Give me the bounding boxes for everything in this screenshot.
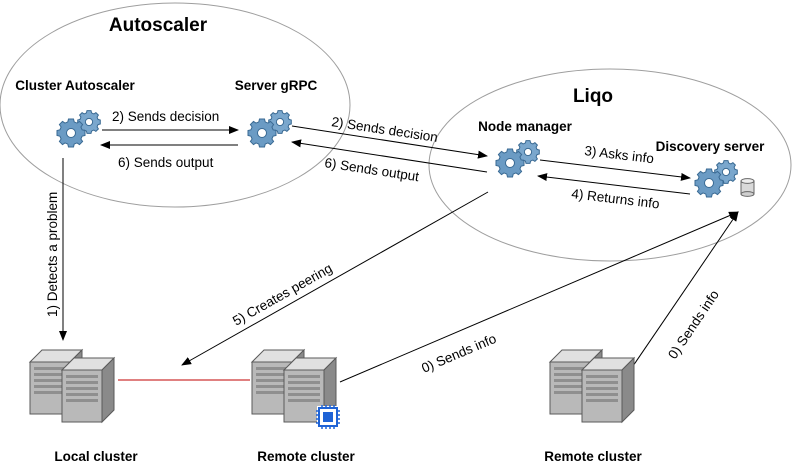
node-manager-node: Node manager xyxy=(478,119,573,178)
label-creates-peering: 5) Creates peering xyxy=(230,260,335,328)
gear-cluster-icon xyxy=(56,110,101,148)
edges xyxy=(59,125,739,383)
local-cluster-label: Local cluster xyxy=(54,449,138,464)
gear-database-icon xyxy=(694,160,755,198)
server-chip-icon xyxy=(251,349,340,429)
remote-cluster-2-node: Remote cluster xyxy=(544,349,643,464)
liqo-title: Liqo xyxy=(573,86,613,107)
label-sends-output-1: 6) Sends output xyxy=(118,155,214,170)
edge-asks-info xyxy=(539,159,691,181)
server-grpc-node: Server gRPC xyxy=(235,78,318,148)
server-grpc-label: Server gRPC xyxy=(235,78,318,93)
remote-cluster-2-label: Remote cluster xyxy=(544,449,642,464)
label-sends-decision-1: 2) Sends decision xyxy=(112,109,219,124)
discovery-server-label: Discovery server xyxy=(656,139,766,154)
label-asks-info: 3) Asks info xyxy=(584,143,655,166)
edge-sends-info-2 xyxy=(632,211,739,367)
cluster-autoscaler-node: Cluster Autoscaler xyxy=(15,78,136,148)
database-icon xyxy=(740,178,755,197)
remote-cluster-1-node: Remote cluster xyxy=(251,349,356,464)
gear-cluster-icon xyxy=(247,110,292,148)
edge-returns-info xyxy=(537,173,691,195)
edge-creates-peering xyxy=(181,191,489,366)
label-detects-problem: 1) Detects a problem xyxy=(45,192,60,317)
chip-icon xyxy=(316,405,340,429)
local-cluster-node: Local cluster xyxy=(29,349,138,464)
autoscaler-group xyxy=(0,2,351,208)
label-sends-info-1: 0) Sends info xyxy=(419,331,498,376)
edge-sends-info-1 xyxy=(339,211,739,383)
label-sends-info-2: 0) Sends info xyxy=(665,287,722,361)
autoscaler-title: Autoscaler xyxy=(109,15,208,36)
remote-cluster-1-label: Remote cluster xyxy=(257,449,355,464)
node-manager-label: Node manager xyxy=(478,119,573,134)
edge-sends-decision-2 xyxy=(291,125,488,159)
server-icon xyxy=(549,349,635,423)
edge-sends-output-2 xyxy=(291,139,488,173)
label-returns-info: 4) Returns info xyxy=(571,186,661,211)
discovery-server-node: Discovery server xyxy=(656,139,766,198)
gear-cluster-icon xyxy=(495,140,540,178)
server-icon xyxy=(29,349,115,423)
liqo-group xyxy=(428,68,792,262)
cluster-autoscaler-label: Cluster Autoscaler xyxy=(15,78,135,93)
